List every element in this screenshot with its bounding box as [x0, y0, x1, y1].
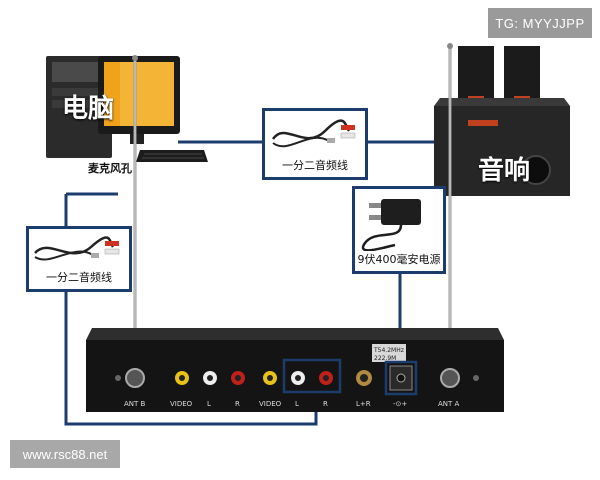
sticker-line-1: T54.2MHz	[373, 347, 404, 354]
port-label-r-1: R	[235, 400, 240, 408]
watermark-bottom: www.rsc88.net	[10, 440, 120, 468]
receiver-illustration	[86, 328, 504, 412]
computer-label: 电脑	[62, 94, 115, 124]
top-cable-caption: 一分二音频线	[282, 159, 348, 172]
power-symbol: -⊙+	[393, 400, 407, 408]
audio-cable-icon	[271, 119, 356, 148]
power-adapter-icon	[361, 199, 421, 252]
computer-illustration	[46, 56, 208, 162]
audio-cable-icon	[34, 236, 120, 261]
port-label-ant-b: ANT B	[124, 400, 146, 408]
port-label-video-1: VIDEO	[170, 400, 193, 408]
left-cable-box: 一分二音频线	[26, 226, 132, 292]
watermark-top: TG: MYYJJPP	[488, 8, 592, 38]
adapter-box: 9伏400毫安电源	[352, 186, 446, 274]
speaker-label: 音响	[478, 156, 531, 186]
top-cable-box: 一分二音频线	[262, 108, 368, 180]
port-label-l-1: L	[207, 400, 211, 408]
speaker-illustration	[434, 46, 570, 196]
port-label-ant-a: ANT A	[438, 400, 460, 408]
mic-port-label: 麦克风孔	[88, 162, 132, 175]
port-label-video-2: VIDEO	[259, 400, 282, 408]
left-cable-caption: 一分二音频线	[46, 271, 112, 284]
antennas	[132, 43, 453, 372]
port-label-lr: L+R	[356, 400, 371, 408]
adapter-caption: 9伏400毫安电源	[357, 253, 441, 266]
port-label-r-2: R	[323, 400, 328, 408]
sticker-line-2: 222.9M	[374, 355, 396, 362]
port-label-l-2: L	[295, 400, 299, 408]
